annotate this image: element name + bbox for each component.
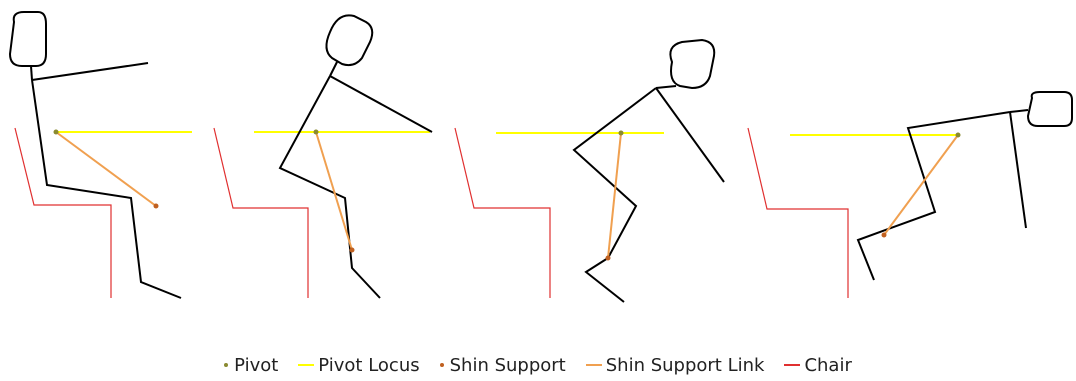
shin-support-1 [153,203,159,209]
arm-4 [1009,111,1027,229]
legend-label-shin-support-link: Shin Support Link [605,354,765,376]
neck-4 [1009,109,1029,113]
legend-item-pivot: Pivot [224,355,278,376]
neck-1 [30,65,33,81]
shin-support-dot-icon [439,363,444,367]
figure-2-lean [213,14,433,299]
figure-1-seated [8,11,192,299]
shin-support-link-3 [607,132,622,259]
head-2 [325,14,374,67]
legend-label-shin-support: Shin Support [449,354,566,376]
pivot-4 [955,132,961,138]
chair-4 [747,127,849,298]
pivot-3 [618,130,624,136]
legend-label-chair: Chair [804,354,852,376]
chair-2 [213,127,309,298]
shin-support-link-line-icon [585,364,602,366]
shin-support-link-2 [315,131,353,251]
arm-3 [655,87,725,183]
head-3 [669,38,716,90]
body-2 [278,75,381,299]
head-1 [8,11,47,67]
chair-3 [454,127,551,298]
neck-2 [329,61,338,77]
head-4 [1026,91,1073,127]
legend-item-pivot-locus: Pivot Locus [298,354,420,376]
legend-item-chair: Chair [784,354,852,376]
shin-support-3 [605,255,611,261]
pivot-2 [313,129,319,135]
shin-support-link-4 [883,134,959,236]
pivot-dot-icon [224,363,229,367]
arm-1 [31,62,149,81]
legend-label-pivot-locus: Pivot Locus [318,354,420,376]
arm-2 [329,75,433,133]
pivot-locus-line-icon [298,364,315,366]
shin-support-2 [349,247,355,253]
legend-item-shin-support: Shin Support [439,354,566,376]
figure-3-rise [454,38,725,303]
pivot-1 [53,129,59,135]
figure-4-stand [747,91,1073,298]
shin-support-4 [881,232,887,238]
chair-line-icon [784,364,801,366]
body-1 [31,79,182,299]
shin-support-link-1 [55,131,157,207]
body-4 [856,111,1011,281]
neck-3 [655,85,677,89]
legend-label-pivot: Pivot [234,354,279,376]
legend-item-shin-support-link: Shin Support Link [585,354,765,376]
legend: Pivot Pivot Locus Shin Support Shin Supp… [0,352,1076,378]
chair-1 [14,127,112,298]
body-3 [572,87,657,303]
